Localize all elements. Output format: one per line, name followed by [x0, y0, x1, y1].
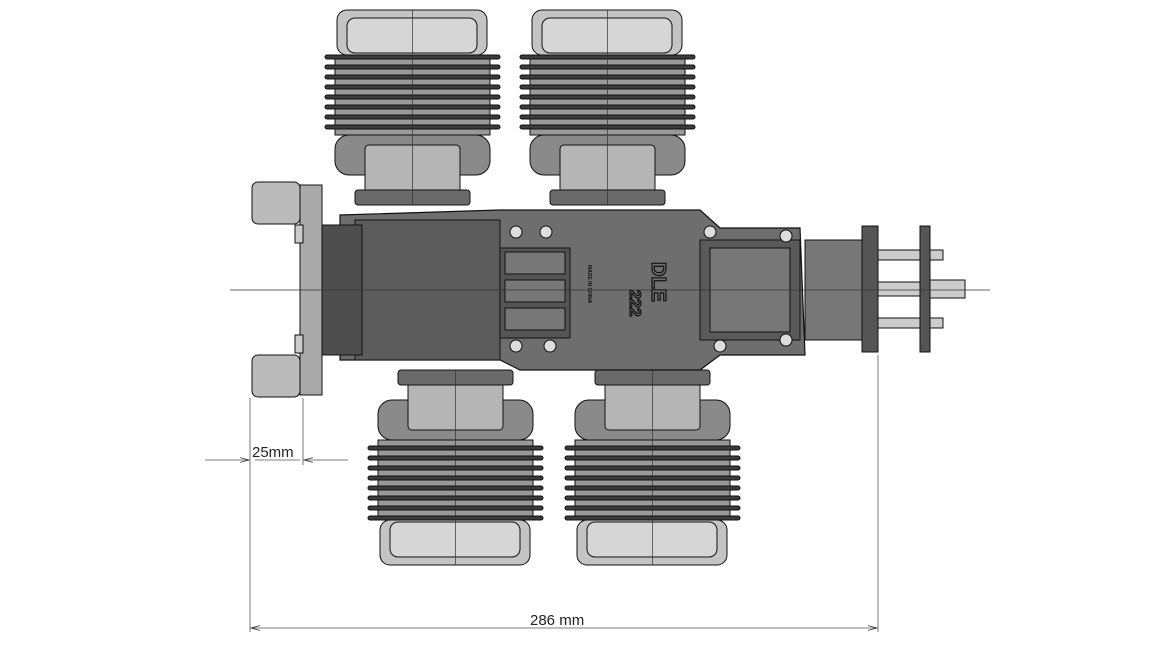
- dimension-25mm: 25mm: [252, 444, 294, 461]
- intake-tube-top: [251, 181, 301, 225]
- cylinders: [324, 9, 741, 566]
- engine-model-label: 222: [626, 290, 643, 317]
- cylinder-bottom-right: [564, 369, 741, 566]
- prop-hub: [804, 225, 966, 353]
- engine-brand-label: DLE: [647, 262, 669, 302]
- cylinder-bottom-left: [367, 369, 544, 566]
- cylinder-top-left: [324, 9, 501, 206]
- cylinder-top-right: [519, 9, 696, 206]
- dimension-286mm: 286 mm: [530, 612, 584, 629]
- intake-tube-bottom: [251, 354, 301, 398]
- origin-label: MADE IN CHINA: [586, 265, 592, 304]
- dimension-lines: [205, 355, 879, 632]
